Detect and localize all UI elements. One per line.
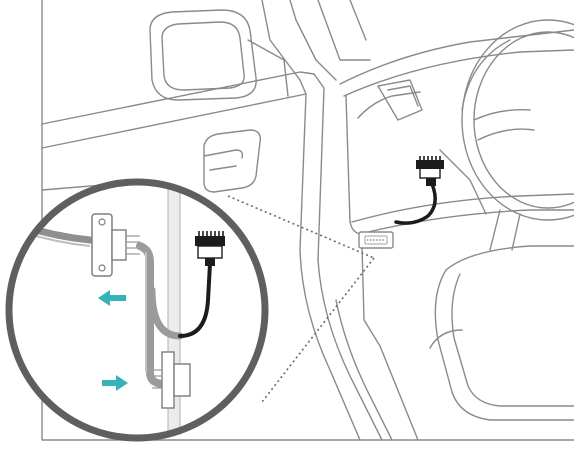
dashboard — [340, 30, 574, 346]
door-handle — [204, 130, 260, 192]
obd-port — [359, 232, 393, 248]
detail-loupe — [9, 182, 265, 442]
driver-seat — [430, 246, 574, 420]
obd-cable — [396, 156, 444, 223]
a-pillar — [262, 0, 370, 80]
